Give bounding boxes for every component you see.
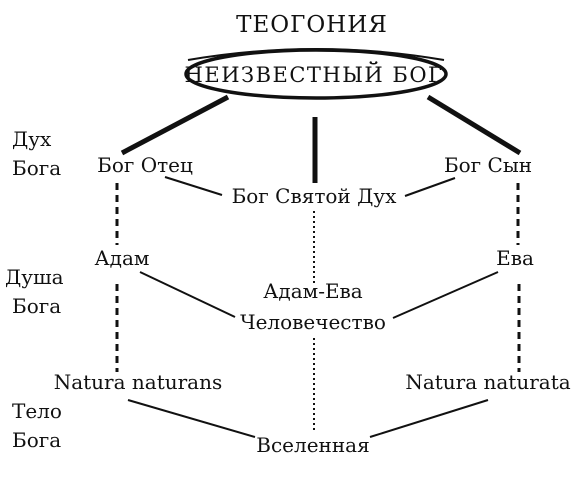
line-god-to-son bbox=[426, 94, 522, 156]
node-god-son: Бог Сын bbox=[444, 153, 532, 177]
line-adam-to-humanity bbox=[139, 271, 236, 318]
line-god-to-father bbox=[120, 94, 230, 156]
oval-inner-arc bbox=[187, 48, 445, 61]
line-eve-to-humanity bbox=[392, 271, 499, 319]
line-father-to-spirit bbox=[164, 176, 223, 196]
level-spirit-line2: Бога bbox=[12, 156, 61, 180]
unknown-god-label: НЕИЗВЕСТНЫЙ БОГ bbox=[185, 62, 444, 87]
line-spirit-to-son bbox=[404, 177, 456, 197]
node-humanity: Человечество bbox=[240, 310, 386, 334]
node-eve: Ева bbox=[496, 246, 534, 270]
line-naturata-to-universe bbox=[369, 399, 489, 438]
node-holy-spirit: Бог Святой Дух bbox=[232, 184, 398, 208]
diagram-title: ТЕОГОНИЯ bbox=[236, 12, 388, 38]
node-god-father: Бог Отец bbox=[97, 153, 193, 177]
level-spirit-line1: Дух bbox=[12, 127, 52, 151]
node-natura-naturans: Natura naturans bbox=[54, 370, 223, 394]
node-universe: Вселенная bbox=[256, 433, 369, 457]
level-soul-line1: Душа bbox=[5, 265, 64, 289]
level-body-line2: Бога bbox=[12, 428, 61, 452]
line-naturans-to-universe bbox=[127, 399, 256, 438]
level-body-line1: Тело bbox=[12, 399, 62, 423]
level-soul-line2: Бога bbox=[12, 294, 61, 318]
node-adam: Адам bbox=[95, 246, 150, 270]
node-natura-naturata: Natura naturata bbox=[405, 370, 570, 394]
node-adam-eve: Адам-Ева bbox=[263, 279, 363, 303]
